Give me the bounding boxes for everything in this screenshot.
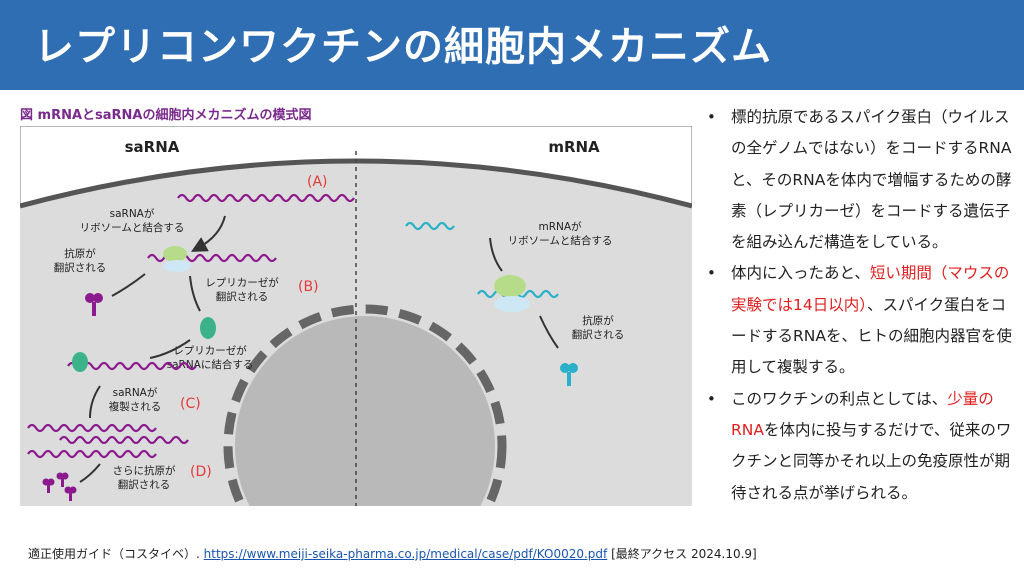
header-banner: レプリコンワクチンの細胞内メカニズム: [0, 0, 1024, 90]
bullet-item: 標的抗原であるスパイク蛋白（ウイルスの全ゲノムではない）をコードするRNAと、そ…: [705, 102, 1017, 258]
label-C: (C): [180, 396, 201, 412]
mRNA-heading: mRNA: [548, 138, 600, 156]
sarna-strand-replicase: [67, 361, 197, 371]
label-replicase-translated-2: 翻訳される: [216, 290, 269, 303]
antigen-icon: [85, 293, 103, 316]
sarna-copy-1: [27, 423, 157, 433]
bullet-item: このワクチンの利点としては、少量のRNAを体内に投与するだけで、従来のワクチンと…: [705, 384, 1017, 509]
m-antigen-icon: [560, 363, 578, 386]
replicase-enzyme: [200, 317, 216, 339]
arrow-sa-replicated: [89, 385, 101, 419]
figure-title: 図 mRNAとsaRNAの細胞内メカニズムの模式図: [20, 108, 312, 123]
sarna-copy-2: [59, 435, 189, 445]
source-link[interactable]: https://www.meiji-seika-pharma.co.jp/med…: [203, 547, 608, 561]
label-more-antigen-1: さらに抗原が: [113, 464, 176, 477]
label-more-antigen-2: 翻訳される: [118, 478, 171, 491]
sarna-strand: [177, 193, 355, 203]
antigen-icon-multi: [42, 472, 77, 501]
label-D: (D): [190, 464, 212, 480]
source-citation: 適正使用ガイド（コスタイベ）. https://www.meiji-seika-…: [28, 547, 757, 561]
arrow-sa-1: [190, 215, 226, 252]
label-m-antigen-1: 抗原が: [582, 314, 614, 327]
arrow-replicase-binds: [149, 339, 191, 359]
mrna-strand: [405, 221, 455, 231]
label-sa-replicated-1: saRNAが: [113, 386, 158, 399]
arrow-sa-replicase: [189, 275, 201, 312]
mechanism-diagram: saRNA mRNA (A) saRNAが リボソームと結合する 抗原が 翻訳さ…: [20, 126, 692, 506]
arrow-m-2: [539, 315, 559, 349]
page-title: レプリコンワクチンの細胞内メカニズム: [34, 24, 772, 70]
ribosome-large: [163, 246, 187, 262]
bullet-list: 標的抗原であるスパイク蛋白（ウイルスの全ゲノムではない）をコードするRNAと、そ…: [705, 102, 1017, 509]
label-sa-antigen-2: 翻訳される: [54, 261, 107, 274]
label-m-ribosome-1: mRNAが: [538, 220, 582, 233]
label-sa-ribosome-1: saRNAが: [110, 207, 155, 220]
bullet-item: 体内に入ったあと、短い期間（マウスの実験では14日以内）、スパイク蛋白をコードす…: [705, 258, 1017, 383]
label-replicase-binds-1: レプリカーゼが: [173, 344, 247, 357]
sarna-copy-3: [27, 449, 157, 459]
m-ribosome-large: [494, 275, 526, 297]
m-ribosome-small: [494, 296, 530, 312]
saRNA-heading: saRNA: [125, 138, 180, 156]
arrow-m-1: [489, 237, 503, 272]
label-sa-antigen-1: 抗原が: [64, 247, 96, 260]
label-replicase-binds-2: saRNAに結合する: [167, 358, 254, 371]
nucleus: [235, 316, 495, 506]
arrow-more-antigen: [79, 463, 101, 483]
ribosome-small: [163, 260, 191, 272]
label-A: (A): [307, 174, 328, 190]
label-replicase-translated-1: レプリカーゼが: [205, 276, 279, 289]
arrow-sa-antigen: [111, 273, 146, 297]
label-sa-ribosome-2: リボソームと結合する: [80, 221, 185, 234]
label-m-ribosome-2: リボソームと結合する: [508, 234, 613, 247]
label-sa-replicated-2: 複製される: [109, 400, 162, 413]
nuclear-envelope: [223, 304, 507, 506]
label-B: (B): [298, 279, 319, 295]
replicase-bound: [72, 352, 88, 372]
label-m-antigen-2: 翻訳される: [572, 328, 625, 341]
